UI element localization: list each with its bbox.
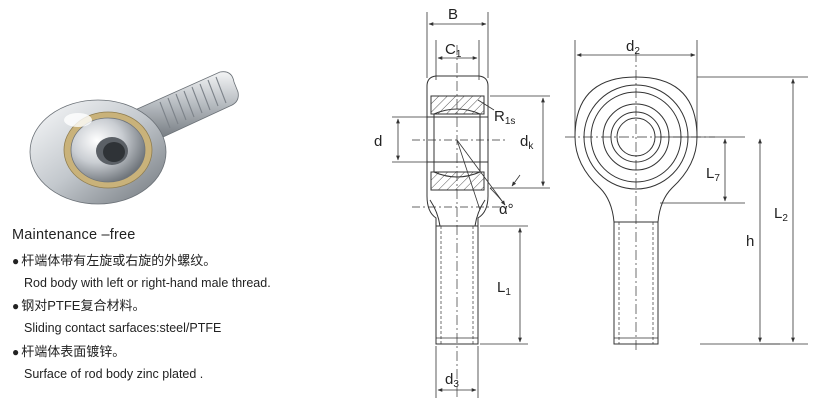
label-r1s: R1s	[494, 108, 515, 127]
label-l1: L1	[497, 279, 511, 298]
feature-cn-text: 杆端体带有左旋或右旋的外螺纹。	[21, 252, 217, 268]
label-dk: dk	[520, 133, 534, 152]
feature-cn-text: 杆端体表面镀锌。	[21, 343, 126, 359]
feature-cn-3: ●杆端体表面镀锌。	[12, 345, 342, 358]
label-d2: d2	[626, 38, 640, 57]
bullet-icon: ●	[12, 253, 20, 268]
feature-en-2: Sliding contact sarfaces:steel/PTFE	[24, 321, 222, 335]
threaded-shank	[134, 71, 239, 145]
label-b: B	[448, 6, 458, 23]
rod-end-photo	[29, 71, 239, 205]
feature-cn-1: ●杆端体带有左旋或右旋的外螺纹。	[12, 254, 342, 267]
description-block: Maintenance –free ●杆端体带有左旋或右旋的外螺纹。 Rod b…	[12, 228, 342, 390]
feature-en-1: Rod body with left or right-hand male th…	[24, 275, 271, 290]
label-l7: L7	[706, 165, 720, 184]
technical-drawing: B C1 R1s d dk α° L1 d3	[374, 6, 808, 400]
label-c1: C1	[445, 41, 462, 60]
label-d3: d3	[445, 371, 459, 390]
label-d: d	[374, 133, 382, 150]
section-labels: B C1 R1s d dk α° L1 d3	[374, 6, 534, 390]
feature-en-3: Surface of rod body zinc plated .	[24, 366, 204, 381]
front-dimensions	[574, 40, 808, 345]
section-dimensions	[392, 12, 550, 398]
front-view	[565, 52, 715, 352]
bullet-icon: ●	[12, 299, 20, 313]
bullet-icon: ●	[12, 344, 20, 359]
label-h: h	[746, 233, 754, 250]
label-l2: L2	[774, 205, 788, 224]
housing-eye	[29, 99, 167, 205]
label-alpha: α°	[499, 201, 514, 218]
section-view	[412, 45, 521, 400]
front-labels: d2 L7 h L2	[626, 38, 788, 250]
feature-cn-2: ●钢对PTFE复合材料。	[12, 299, 342, 312]
description-title: Maintenance –free	[12, 227, 136, 243]
feature-cn-text: 钢对PTFE复合材料。	[21, 298, 146, 313]
